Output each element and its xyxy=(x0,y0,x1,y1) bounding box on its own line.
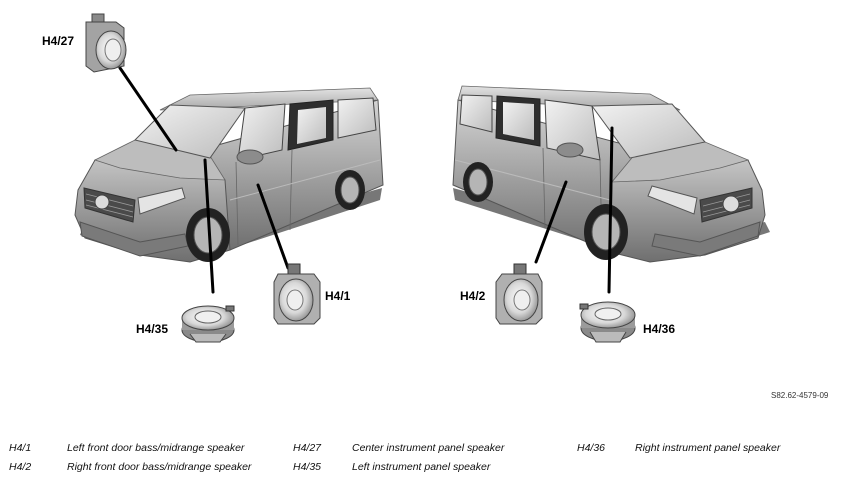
legend-code: H4/1 xyxy=(9,442,32,454)
right-van xyxy=(452,85,770,263)
legend-desc: Right front door bass/midrange speaker xyxy=(67,461,252,473)
figure-reference: S82.62-4579-09 xyxy=(771,391,829,400)
speaker-h4-27-icon xyxy=(85,13,127,73)
callout-h4-36: H4/36 xyxy=(643,322,676,336)
speaker-h4-36-icon xyxy=(579,301,636,343)
legend-desc: Right instrument panel speaker xyxy=(635,442,781,454)
callout-h4-1: H4/1 xyxy=(325,289,351,303)
left-van xyxy=(74,87,384,263)
legend-code: H4/35 xyxy=(293,461,322,473)
leader-lines xyxy=(118,66,614,294)
speaker-h4-1-icon xyxy=(273,263,321,325)
legend-desc: Left front door bass/midrange speaker xyxy=(67,442,245,454)
legend-desc: Center instrument panel speaker xyxy=(352,442,505,454)
callout-h4-35: H4/35 xyxy=(136,322,169,336)
legend-code: H4/27 xyxy=(293,442,322,454)
callout-h4-2: H4/2 xyxy=(460,289,486,303)
legend-code: H4/2 xyxy=(9,461,32,473)
speaker-h4-35-icon xyxy=(181,305,235,343)
callout-h4-27: H4/27 xyxy=(42,34,75,48)
legend-code: H4/36 xyxy=(577,442,606,454)
legend-desc: Left instrument panel speaker xyxy=(352,461,491,473)
speaker-location-diagram xyxy=(74,13,770,343)
speaker-h4-2-icon xyxy=(495,263,543,325)
